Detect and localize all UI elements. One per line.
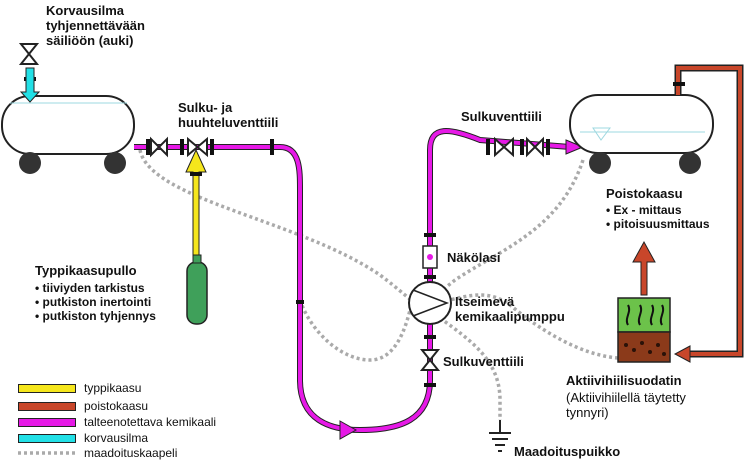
legend-label-nitrogen: typpikaasu (84, 381, 142, 395)
valves-right (494, 136, 544, 158)
replacement-air-line (18, 43, 41, 103)
replacement-air-label: Korvausilma tyhjennettävään säiliöön (au… (46, 3, 145, 48)
pipe-flanges (146, 139, 550, 387)
nitrogen-line (185, 148, 208, 325)
ground-cable-right-tank (433, 159, 585, 300)
exhaust-piping (632, 64, 744, 363)
shutoff-valve-top-label: Sulkuventtiili (461, 109, 542, 124)
chemical-piping (134, 128, 585, 440)
exhaust-items-list: • Ex - mittaus • pitoisuusmittaus (606, 203, 710, 231)
source-tank-wheel-right (104, 152, 126, 174)
valve-right-2-icon (526, 136, 544, 158)
legend-swatch-nitrogen (18, 384, 76, 393)
target-tank-wheel-left (589, 152, 611, 174)
source-tank-body (1, 95, 135, 155)
carbon-filter (617, 297, 671, 363)
exhaust-gas-label: Poistokaasu (606, 186, 683, 201)
target-tank-body (569, 94, 714, 154)
pump-icon (408, 281, 452, 325)
pump (408, 281, 452, 325)
ground-symbol (489, 420, 511, 452)
bottom-valve (419, 349, 441, 371)
ground-cable-filter (449, 293, 619, 360)
legend-label-ground-cable: maadoituskaapeli (84, 446, 178, 460)
ground-cables (138, 149, 619, 420)
carbon-filter-bottom (617, 331, 671, 363)
exhaust-arrow-up (632, 240, 656, 296)
chemical-arrow-tank (565, 139, 585, 155)
carbon-filter-label: Aktiivihiilisuodatin (566, 373, 682, 388)
legend-swatch-chemical (18, 418, 76, 427)
nitrogen-items-list: • tiiviyden tarkistus • putkiston inerto… (35, 281, 156, 323)
ground-point-label: Maadoituspuikko (514, 444, 621, 459)
valves-left (150, 136, 208, 158)
legend-swatch-exhaust (18, 402, 76, 411)
valve-bottom-icon (419, 349, 441, 371)
valve-right-1-icon (494, 136, 514, 158)
nitrogen-arrow (185, 148, 207, 261)
legend-label-chemical: talteenotettava kemikaali (84, 415, 217, 429)
carbon-filter-sub-label: (Aktiivihiilellä täytetty tynnyri) (566, 390, 686, 420)
legend-label-air: korvausilma (84, 431, 149, 445)
legend-swatch-air (18, 434, 76, 443)
sight-glass (422, 245, 438, 269)
legend-label-exhaust: poistokaasu (84, 399, 149, 413)
target-tank-wheel-right (679, 152, 701, 174)
legend-swatch-ground-cable (18, 451, 78, 455)
valve-left-2-icon (187, 136, 208, 158)
chemical-arrow-bottom (339, 420, 358, 440)
source-tank (1, 95, 135, 174)
source-tank-wheel-left (19, 152, 41, 174)
shutoff-purge-valve-label: Sulku- ja huuhteluventtiili (178, 100, 279, 130)
shutoff-valve-bottom-label: Sulkuventtiili (443, 354, 524, 369)
pump-label: Itseimevä kemikaalipumppu (455, 294, 565, 324)
exhaust-arrow-filter (673, 345, 691, 363)
target-tank (569, 94, 714, 174)
valve-left-1-icon (150, 136, 168, 158)
air-valve-icon (18, 43, 40, 65)
ground-cable-left-tank (138, 149, 419, 307)
ground-cable-ground (438, 316, 502, 420)
ground-cable-valve-loop (298, 299, 412, 362)
nitrogen-bottle-label: Typpikaasupullo (35, 263, 137, 278)
air-arrow (19, 67, 41, 103)
sight-glass-label: Näkölasi (447, 250, 501, 265)
nitrogen-bottle-body (186, 261, 208, 325)
